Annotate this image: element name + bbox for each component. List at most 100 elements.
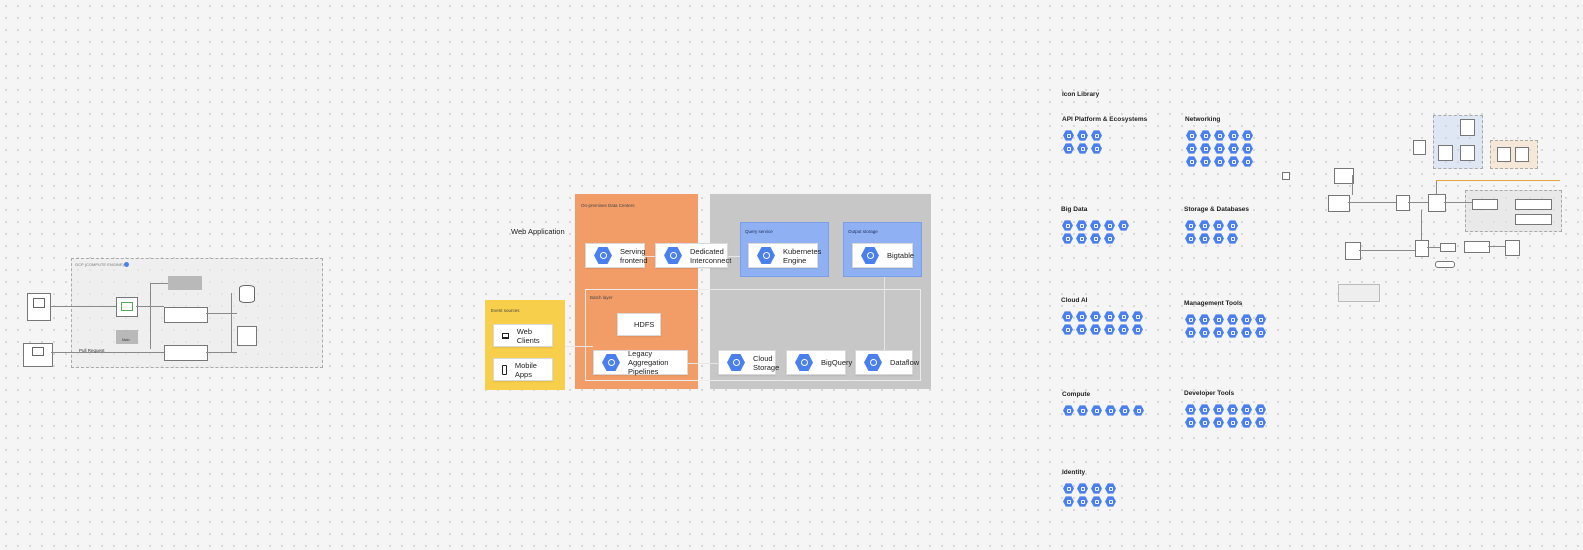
gcp-service-icon[interactable]: [1091, 496, 1102, 507]
gcp-service-icon[interactable]: [1214, 130, 1225, 141]
gcp-service-icon[interactable]: [1241, 404, 1252, 415]
gcp-service-icon[interactable]: [1062, 311, 1073, 322]
gcp-service-icon[interactable]: [1077, 143, 1088, 154]
process-node-2[interactable]: [164, 345, 208, 361]
gcp-service-icon[interactable]: [1199, 314, 1210, 325]
gcp-service-icon[interactable]: [1118, 220, 1129, 231]
gcp-service-icon[interactable]: [1076, 324, 1087, 335]
gcp-service-icon[interactable]: [1104, 233, 1115, 244]
process-node-1[interactable]: [164, 307, 208, 323]
gcp-service-icon[interactable]: [1227, 220, 1238, 231]
gcp-service-icon[interactable]: [1091, 483, 1102, 494]
gcp-service-icon[interactable]: [1213, 417, 1224, 428]
gcp-service-icon[interactable]: [1185, 327, 1196, 338]
gcp-service-icon[interactable]: [1104, 324, 1115, 335]
gcp-service-icon[interactable]: [1242, 143, 1253, 154]
gcp-service-icon[interactable]: [1118, 324, 1129, 335]
serving-frontend-node[interactable]: Serving frontend: [585, 243, 648, 268]
gcp-service-icon[interactable]: [1062, 233, 1073, 244]
gcp-service-icon[interactable]: [1091, 130, 1102, 141]
gcp-service-icon[interactable]: [1200, 143, 1211, 154]
gcp-service-icon[interactable]: [1228, 143, 1239, 154]
gcp-service-icon[interactable]: [1213, 404, 1224, 415]
gcp-service-icon[interactable]: [1090, 220, 1101, 231]
gcp-service-icon[interactable]: [1200, 156, 1211, 167]
gcp-service-icon[interactable]: [1105, 483, 1116, 494]
gcp-service-icon[interactable]: [1255, 404, 1266, 415]
gcp-service-icon[interactable]: [1105, 496, 1116, 507]
gcp-service-icon[interactable]: [1077, 483, 1088, 494]
gcp-service-icon[interactable]: [1241, 314, 1252, 325]
hdfs-node[interactable]: HDFS: [617, 313, 661, 336]
gcp-service-icon[interactable]: [1227, 327, 1238, 338]
gcp-service-icon[interactable]: [1091, 143, 1102, 154]
gcp-service-icon[interactable]: [1255, 417, 1266, 428]
gcp-service-icon[interactable]: [1063, 130, 1074, 141]
gcp-service-icon[interactable]: [1186, 130, 1197, 141]
dedicated-interconnect-node[interactable]: Dedicated Interconnect: [655, 243, 731, 268]
gcp-service-icon[interactable]: [1090, 311, 1101, 322]
gcp-service-icon[interactable]: [1199, 220, 1210, 231]
gcp-service-icon[interactable]: [1185, 220, 1196, 231]
gcp-service-icon[interactable]: [1255, 327, 1266, 338]
gcp-service-icon[interactable]: [1119, 405, 1130, 416]
gcp-service-icon[interactable]: [1199, 327, 1210, 338]
gcp-service-icon[interactable]: [1185, 404, 1196, 415]
gcp-service-icon[interactable]: [1242, 130, 1253, 141]
gcp-service-icon[interactable]: [1185, 314, 1196, 325]
gcp-service-icon[interactable]: [1227, 233, 1238, 244]
gcp-service-icon[interactable]: [1132, 324, 1143, 335]
gcp-service-icon[interactable]: [1185, 417, 1196, 428]
gcp-service-icon[interactable]: [1076, 233, 1087, 244]
gcp-service-icon[interactable]: [1090, 233, 1101, 244]
gcp-service-icon[interactable]: [1063, 496, 1074, 507]
web-clients-node[interactable]: Web Clients: [493, 324, 553, 347]
gcp-service-icon[interactable]: [1227, 314, 1238, 325]
gcp-service-icon[interactable]: [1227, 404, 1238, 415]
gcp-service-icon[interactable]: [1213, 314, 1224, 325]
cloud-storage-node[interactable]: Cloud Storage: [718, 350, 779, 375]
gcp-service-icon[interactable]: [1104, 311, 1115, 322]
gcp-service-icon[interactable]: [1076, 311, 1087, 322]
gcp-service-icon[interactable]: [1063, 483, 1074, 494]
gcp-service-icon[interactable]: [1077, 496, 1088, 507]
gcp-service-icon[interactable]: [1227, 417, 1238, 428]
gcp-service-icon[interactable]: [1199, 417, 1210, 428]
gcp-service-icon[interactable]: [1063, 143, 1074, 154]
gcp-service-icon[interactable]: [1062, 324, 1073, 335]
gcp-service-icon[interactable]: [1199, 404, 1210, 415]
gcp-service-icon[interactable]: [1255, 314, 1266, 325]
gcp-service-icon[interactable]: [1077, 130, 1088, 141]
bigtable-node[interactable]: Bigtable: [852, 243, 914, 268]
bigquery-node[interactable]: BigQuery: [786, 350, 852, 375]
gcp-service-icon[interactable]: [1062, 220, 1073, 231]
gcp-service-icon[interactable]: [1133, 405, 1144, 416]
gcp-service-icon[interactable]: [1213, 327, 1224, 338]
gcp-service-icon[interactable]: [1186, 143, 1197, 154]
gcp-service-icon[interactable]: [1214, 156, 1225, 167]
gcp-service-icon[interactable]: [1132, 311, 1143, 322]
gcp-service-icon[interactable]: [1199, 233, 1210, 244]
storage-node[interactable]: [237, 326, 257, 346]
gcp-service-icon[interactable]: [1105, 405, 1116, 416]
gcp-service-icon[interactable]: [1200, 130, 1211, 141]
gcp-service-icon[interactable]: [1241, 417, 1252, 428]
gcp-service-icon[interactable]: [1214, 143, 1225, 154]
gcp-service-icon[interactable]: [1091, 405, 1102, 416]
gcp-service-icon[interactable]: [1185, 233, 1196, 244]
mobile-apps-node[interactable]: Mobile Apps: [493, 358, 553, 381]
gcp-service-icon[interactable]: [1241, 327, 1252, 338]
gcp-service-icon[interactable]: [1242, 156, 1253, 167]
dataflow-node[interactable]: Dataflow: [855, 350, 919, 375]
gcp-service-icon[interactable]: [1090, 324, 1101, 335]
gcp-service-icon[interactable]: [1063, 405, 1074, 416]
gcp-service-icon[interactable]: [1213, 220, 1224, 231]
gcp-service-icon[interactable]: [1213, 233, 1224, 244]
gcp-service-icon[interactable]: [1228, 130, 1239, 141]
gcp-service-icon[interactable]: [1077, 405, 1088, 416]
gcp-service-icon[interactable]: [1104, 220, 1115, 231]
kubernetes-engine-node[interactable]: Kubernetes Engine: [748, 243, 821, 268]
gcp-service-icon[interactable]: [1186, 156, 1197, 167]
gcp-service-icon[interactable]: [1228, 156, 1239, 167]
gcp-service-icon[interactable]: [1076, 220, 1087, 231]
